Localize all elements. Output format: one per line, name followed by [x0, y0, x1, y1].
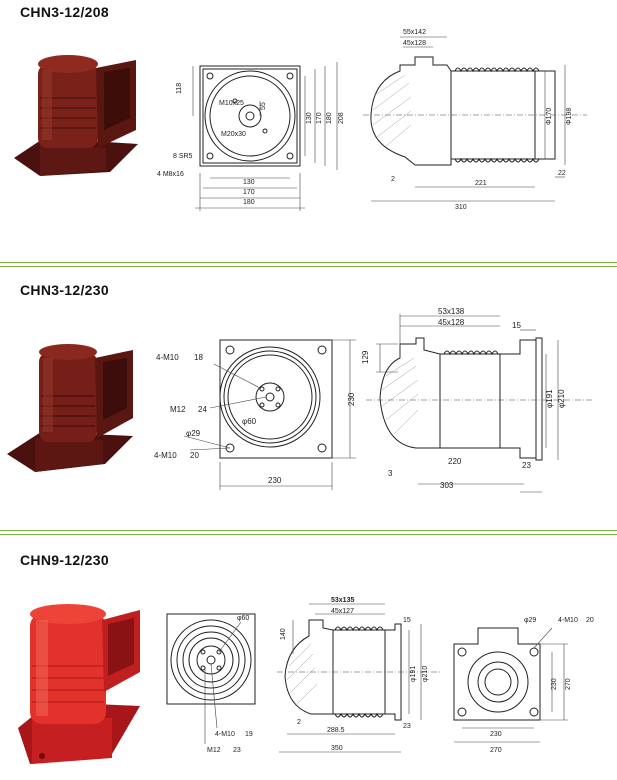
svg-text:23: 23	[522, 461, 531, 470]
svg-text:230: 230	[268, 476, 282, 485]
svg-text:310: 310	[455, 204, 467, 210]
svg-text:2: 2	[297, 719, 301, 726]
svg-text:130: 130	[306, 112, 313, 124]
product-photo	[18, 604, 140, 764]
section-divider	[0, 530, 617, 535]
side-view-drawing: 53x138 45x128 15 129 φ191 φ210 3 220 23 …	[361, 307, 594, 493]
svg-text:8 SR5: 8 SR5	[173, 153, 193, 160]
product-photo	[7, 344, 133, 472]
product-section-2: CHN3-12/230	[0, 268, 617, 530]
svg-text:170: 170	[316, 112, 323, 124]
svg-text:230: 230	[490, 731, 502, 738]
front-view-drawing: 4-M10 18 M12 24 φ29 4-M10 20 φ60 230 230	[154, 339, 356, 490]
svg-text:53x138: 53x138	[438, 307, 465, 316]
product-section-3: CHN9-12/230 φ60 4-M	[0, 536, 617, 780]
svg-text:M20x30: M20x30	[221, 131, 246, 138]
svg-text:φ210: φ210	[422, 666, 429, 682]
svg-text:129: 129	[361, 350, 370, 364]
svg-text:φ191: φ191	[410, 666, 417, 682]
product-title: CHN3-12/208	[20, 4, 109, 20]
svg-text:45x128: 45x128	[438, 318, 465, 327]
svg-text:53x135: 53x135	[331, 597, 354, 604]
svg-text:M12: M12	[207, 747, 221, 754]
svg-text:20: 20	[190, 451, 199, 460]
svg-text:Φ170: Φ170	[546, 108, 553, 125]
svg-text:45x127: 45x127	[331, 608, 354, 615]
svg-text:303: 303	[440, 481, 454, 490]
svg-text:M10x25: M10x25	[219, 100, 244, 107]
svg-text:24: 24	[198, 405, 207, 414]
svg-text:Φ198: Φ198	[566, 108, 573, 125]
svg-text:221: 221	[475, 180, 487, 187]
svg-text:4-M10: 4-M10	[558, 617, 578, 624]
product-title: CHN3-12/230	[20, 282, 109, 298]
svg-text:M12: M12	[170, 405, 186, 414]
svg-text:220: 220	[448, 457, 462, 466]
product-title: CHN9-12/230	[20, 552, 109, 568]
svg-text:55: 55	[260, 102, 267, 110]
svg-text:23: 23	[233, 747, 241, 754]
svg-text:170: 170	[243, 189, 255, 196]
svg-text:270: 270	[490, 747, 502, 754]
svg-text:φ29: φ29	[524, 617, 536, 624]
svg-text:350: 350	[331, 745, 343, 752]
svg-text:φ210: φ210	[557, 389, 566, 408]
section-divider	[0, 262, 617, 267]
svg-text:4 M8x16: 4 M8x16	[157, 171, 184, 178]
svg-text:15: 15	[403, 617, 411, 624]
svg-text:15: 15	[512, 321, 521, 330]
product-section-1: CHN3-12/208	[0, 0, 617, 262]
side-view-drawing: 55x142 45x128 Φ170 Φ198 2 221 22 310	[363, 29, 587, 210]
front-view-drawing: φ60 4-M10 19 M12 23	[166, 613, 256, 754]
back-view-drawing: φ29 4-M10 20 230 270 230 270	[453, 617, 594, 754]
svg-text:4-M10: 4-M10	[154, 451, 177, 460]
svg-text:2: 2	[391, 176, 395, 183]
svg-text:230: 230	[347, 392, 356, 406]
svg-text:45x128: 45x128	[403, 40, 426, 47]
svg-text:230: 230	[551, 678, 558, 690]
svg-text:180: 180	[326, 112, 333, 124]
svg-text:φ60: φ60	[237, 615, 249, 622]
svg-text:55x142: 55x142	[403, 29, 426, 36]
svg-text:3: 3	[388, 469, 393, 478]
svg-text:20: 20	[586, 617, 594, 624]
svg-text:23: 23	[403, 723, 411, 730]
svg-text:18: 18	[194, 353, 203, 362]
svg-text:φ191: φ191	[545, 389, 554, 408]
product-photo	[14, 55, 138, 176]
svg-text:φ29: φ29	[186, 429, 201, 438]
svg-text:22: 22	[558, 170, 566, 177]
svg-text:φ60: φ60	[242, 417, 257, 426]
svg-text:140: 140	[280, 628, 287, 640]
svg-text:19: 19	[245, 731, 253, 738]
svg-text:288.5: 288.5	[327, 727, 345, 734]
svg-text:130: 130	[243, 179, 255, 186]
svg-text:4-M10: 4-M10	[156, 353, 179, 362]
front-view-drawing: 118 M10x25 55 M20x30 130 170 180 208 8 S…	[157, 62, 345, 211]
svg-text:118: 118	[176, 83, 183, 94]
svg-text:180: 180	[243, 199, 255, 206]
svg-text:208: 208	[338, 112, 345, 124]
svg-text:4-M10: 4-M10	[215, 731, 235, 738]
svg-text:270: 270	[565, 678, 572, 690]
side-view-drawing: 53x135 45x127 15 140 φ191 φ210 2 288.5 2…	[277, 597, 441, 753]
